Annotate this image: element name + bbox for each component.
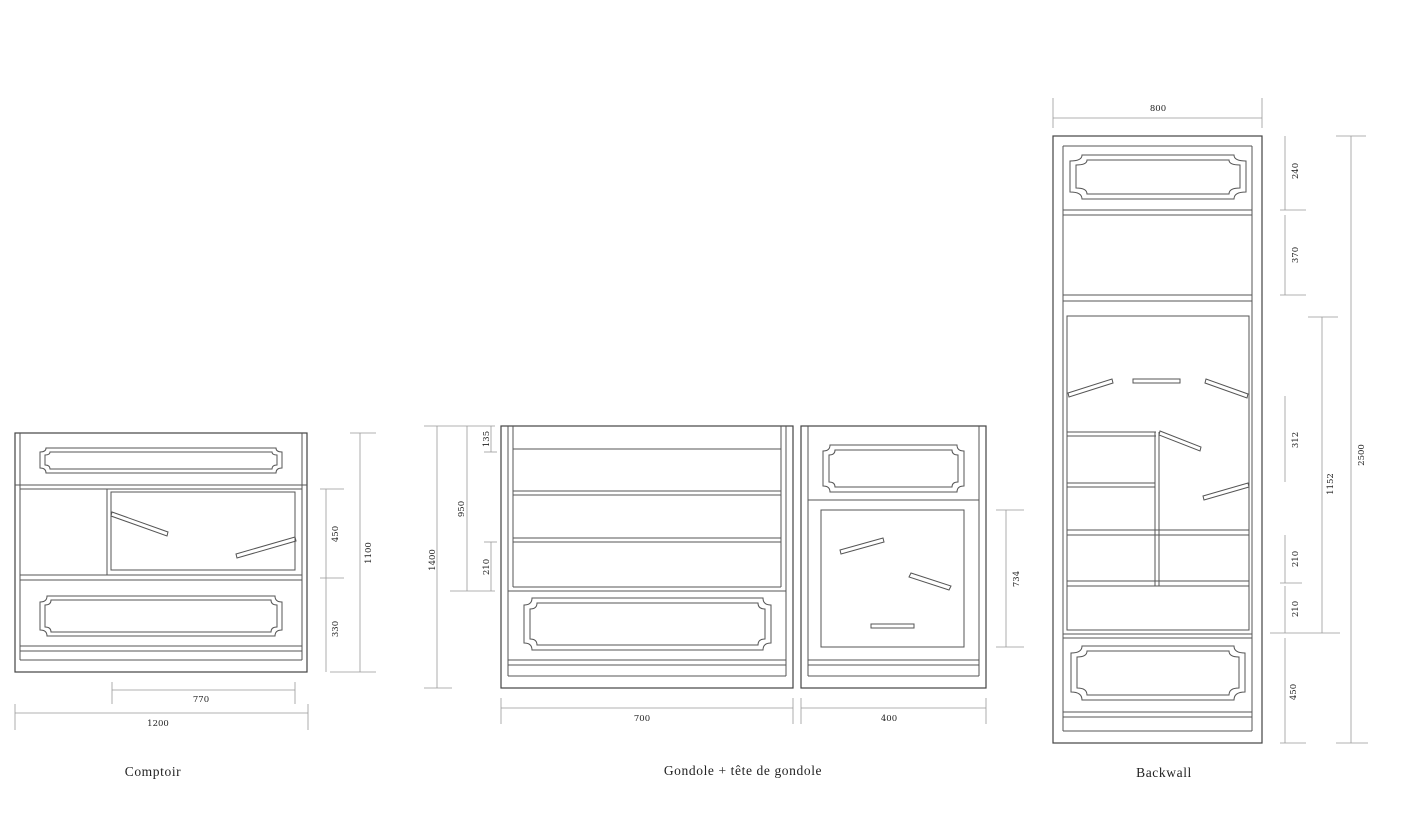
comptoir-elevation: [14, 432, 308, 673]
comptoir-caption: Comptoir: [125, 764, 182, 779]
backwall-height-dim: 2500: [1357, 444, 1367, 466]
gondole-top-gap-dim: 135: [482, 431, 492, 447]
gondole-height-dim: 1400: [428, 549, 438, 571]
tete-bar: [870, 623, 915, 629]
gondole-caption: Gondole + tête de gondole: [664, 763, 822, 778]
comptoir-dimensions: 1100 450 330 770 1200: [14, 432, 376, 730]
tete-width-dim: 400: [881, 714, 897, 724]
tete-bar: [908, 572, 952, 591]
backwall-elevation: [1052, 135, 1263, 744]
tete-bar: [839, 537, 885, 555]
backwall-bar: [1067, 378, 1114, 398]
backwall-shelf-a-dim: 210: [1291, 551, 1301, 567]
comptoir-width-dim: 1200: [147, 719, 169, 729]
backwall-bar: [1202, 482, 1250, 501]
backwall-display-area: [1066, 315, 1250, 631]
tete-top-panel: [822, 444, 965, 493]
tete-de-gondole-elevation: [800, 425, 987, 689]
comptoir-inner-width-dim: 770: [193, 695, 209, 705]
gondole-dimensions: 1400 950 135 210 734 700 400: [424, 425, 1024, 724]
backwall-bar: [1132, 378, 1181, 384]
comptoir-lower-dim: 330: [331, 621, 341, 637]
comptoir-bar: [110, 511, 169, 537]
tete-display-window: [820, 509, 965, 648]
comptoir-upper-dim: 450: [331, 526, 341, 542]
backwall-dimensions: 800 2500 1152 240 370 312 210 210 450: [1052, 98, 1368, 744]
gondole-shelf-dim: 210: [482, 559, 492, 575]
backwall-zone-dim: 312: [1291, 432, 1301, 448]
backwall-shelf-b-dim: 210: [1291, 601, 1301, 617]
backwall-top-panel-dim: 240: [1291, 163, 1301, 179]
gondole-body: [500, 425, 794, 689]
backwall-upper-gap-dim: 370: [1291, 247, 1301, 263]
gondole-drawer-panel: [523, 597, 772, 651]
comptoir-bar: [235, 536, 297, 559]
backwall-body: [1052, 135, 1263, 744]
backwall-base-dim: 450: [1289, 684, 1299, 700]
backwall-top-panel: [1069, 154, 1247, 200]
comptoir-height-dim: 1100: [364, 542, 374, 564]
gondole-width-dim: 700: [634, 714, 650, 724]
comptoir-display-window: [110, 491, 296, 571]
gondole-elevation: [500, 425, 794, 689]
backwall-bottom-panel: [1070, 645, 1246, 701]
backwall-caption: Backwall: [1136, 765, 1192, 780]
comptoir-lower-panel: [39, 595, 283, 637]
tete-window-dim: 734: [1012, 571, 1022, 587]
comptoir-top-panel: [39, 447, 283, 474]
comptoir-body: [14, 432, 308, 673]
tete-body: [800, 425, 987, 689]
backwall-display-dim: 1152: [1326, 473, 1336, 495]
backwall-bar: [1158, 430, 1202, 452]
backwall-bar: [1204, 378, 1249, 399]
gondole-section-dim: 950: [457, 501, 467, 517]
backwall-width-dim: 800: [1150, 104, 1166, 114]
